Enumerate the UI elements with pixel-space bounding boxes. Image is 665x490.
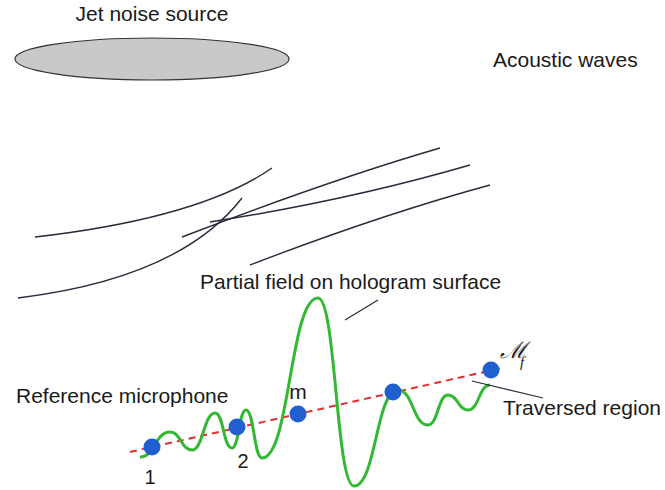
microphone-dot bbox=[229, 419, 246, 436]
microphone-dot bbox=[483, 362, 500, 379]
callout-number: 2 bbox=[237, 450, 248, 472]
node-heading: Jet noise source bbox=[12, 2, 292, 25]
source-ellipse: Jet noise source bbox=[12, 2, 292, 84]
callout-symbol: m bbox=[289, 380, 307, 403]
annotation: Traversed region bbox=[503, 396, 661, 419]
microphone-dot bbox=[290, 406, 307, 423]
microphone-dot bbox=[385, 384, 402, 401]
microphones bbox=[144, 362, 500, 456]
callout-subscript: f bbox=[520, 354, 524, 371]
annotation: Acoustic waves bbox=[493, 48, 638, 71]
traversed-line bbox=[130, 368, 502, 452]
callout-number: 1 bbox=[144, 466, 155, 488]
annotation: Reference microphone bbox=[16, 384, 228, 407]
leader-line bbox=[472, 381, 543, 398]
annotation: Partial field on hologram surface bbox=[200, 270, 501, 293]
microphone-dot bbox=[144, 439, 161, 456]
leader-line bbox=[345, 300, 378, 320]
jet-source-ellipse bbox=[15, 38, 289, 80]
